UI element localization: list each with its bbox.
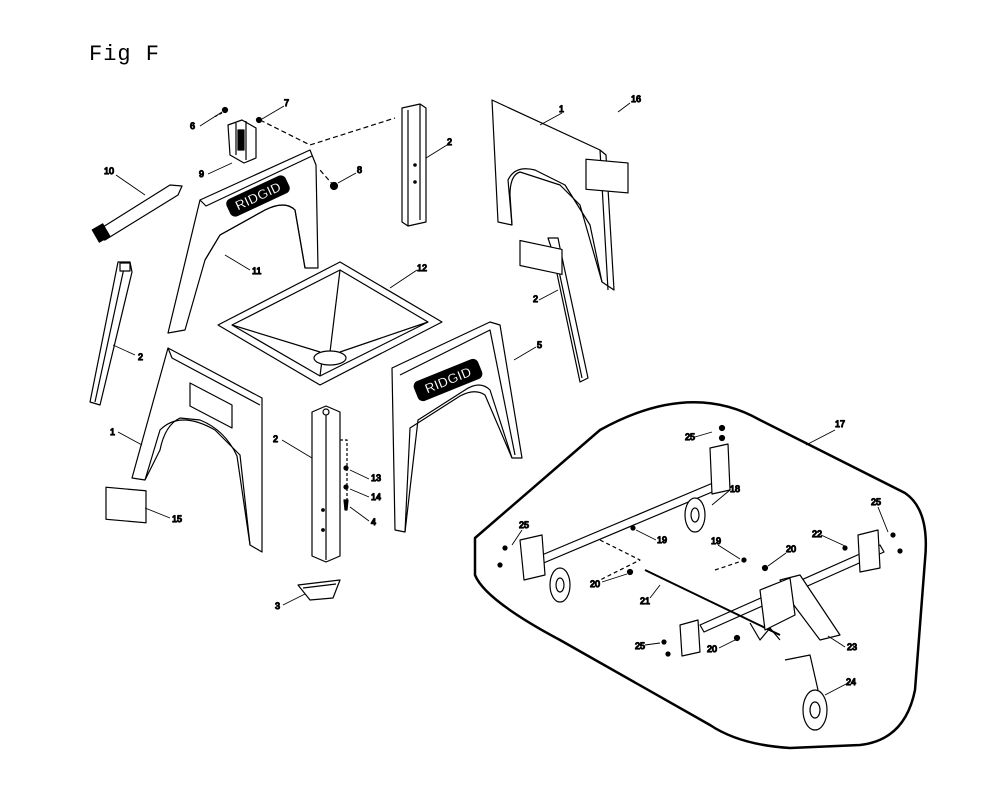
mobile-base-enclosure: [473, 400, 927, 750]
callout-15: 15: [172, 514, 182, 524]
callout-1-back: 1: [559, 104, 564, 114]
leg-channel-left: [89, 261, 133, 406]
callout-2-top: 2: [447, 137, 452, 147]
callout-16: 16: [631, 94, 641, 104]
callout-24: 24: [846, 677, 856, 687]
callout-14: 14: [371, 492, 381, 502]
figure-title: Fig F: [89, 42, 161, 67]
callout-10: 10: [104, 166, 114, 176]
dust-tray-part-12: [217, 261, 443, 386]
callout-3: 3: [275, 601, 280, 611]
callout-25-left: 25: [519, 520, 529, 530]
callout-25-bottom: 25: [635, 641, 645, 651]
handle-part-10: [91, 184, 183, 243]
callout-8: 8: [357, 165, 362, 175]
callout-23: 23: [847, 642, 857, 652]
callout-17: 17: [835, 419, 845, 429]
callout-19-right: 19: [711, 536, 721, 546]
leader-lines: [112, 102, 889, 696]
callout-12: 12: [417, 263, 427, 273]
leg-panel-front-right: RIDGID: [391, 321, 523, 533]
callout-20-left: 20: [590, 579, 600, 589]
callout-6: 6: [190, 121, 195, 131]
callout-9: 9: [199, 169, 204, 179]
callout-25-top: 25: [685, 432, 695, 442]
label-part-15: [105, 486, 147, 524]
callout-11: 11: [252, 266, 261, 276]
callout-13: 13: [371, 473, 381, 483]
screw-part-7: [255, 116, 263, 124]
callout-21: 21: [640, 596, 650, 606]
leg-channel-top: [401, 103, 427, 227]
callout-labels: 7 6 9 8 10 11 2 1 16 2 12 2 5 1 2 13 14 …: [103, 93, 881, 687]
callout-22: 22: [812, 529, 822, 539]
callout-20-bottom: 20: [707, 644, 717, 654]
leg-panel-back-right: [491, 99, 615, 291]
foot-edge: [302, 583, 337, 589]
callout-19-left: 19: [657, 535, 667, 545]
mobile-base-assembly: [497, 424, 903, 731]
callout-2-right: 2: [533, 294, 538, 304]
label-part-16: [585, 158, 629, 194]
callout-5: 5: [537, 340, 542, 350]
callout-2-left: 2: [138, 352, 143, 362]
leg-channel-front: [311, 405, 341, 563]
callout-4: 4: [371, 517, 376, 527]
callout-20-top: 20: [786, 544, 796, 554]
callout-2-front: 2: [273, 434, 278, 444]
hardware-parts-13-14-4: [340, 439, 349, 511]
callout-25-right: 25: [871, 497, 881, 507]
callout-7: 7: [284, 98, 289, 108]
callout-18: 18: [730, 484, 740, 494]
assembly-line: [259, 117, 396, 187]
leg-panel-back-left: RIDGID: [167, 149, 319, 334]
callout-1-front: 1: [110, 427, 115, 437]
bracket-part-9: [227, 119, 257, 164]
foot-part-3: [297, 579, 341, 601]
leg-panel-front-left: [131, 347, 263, 553]
